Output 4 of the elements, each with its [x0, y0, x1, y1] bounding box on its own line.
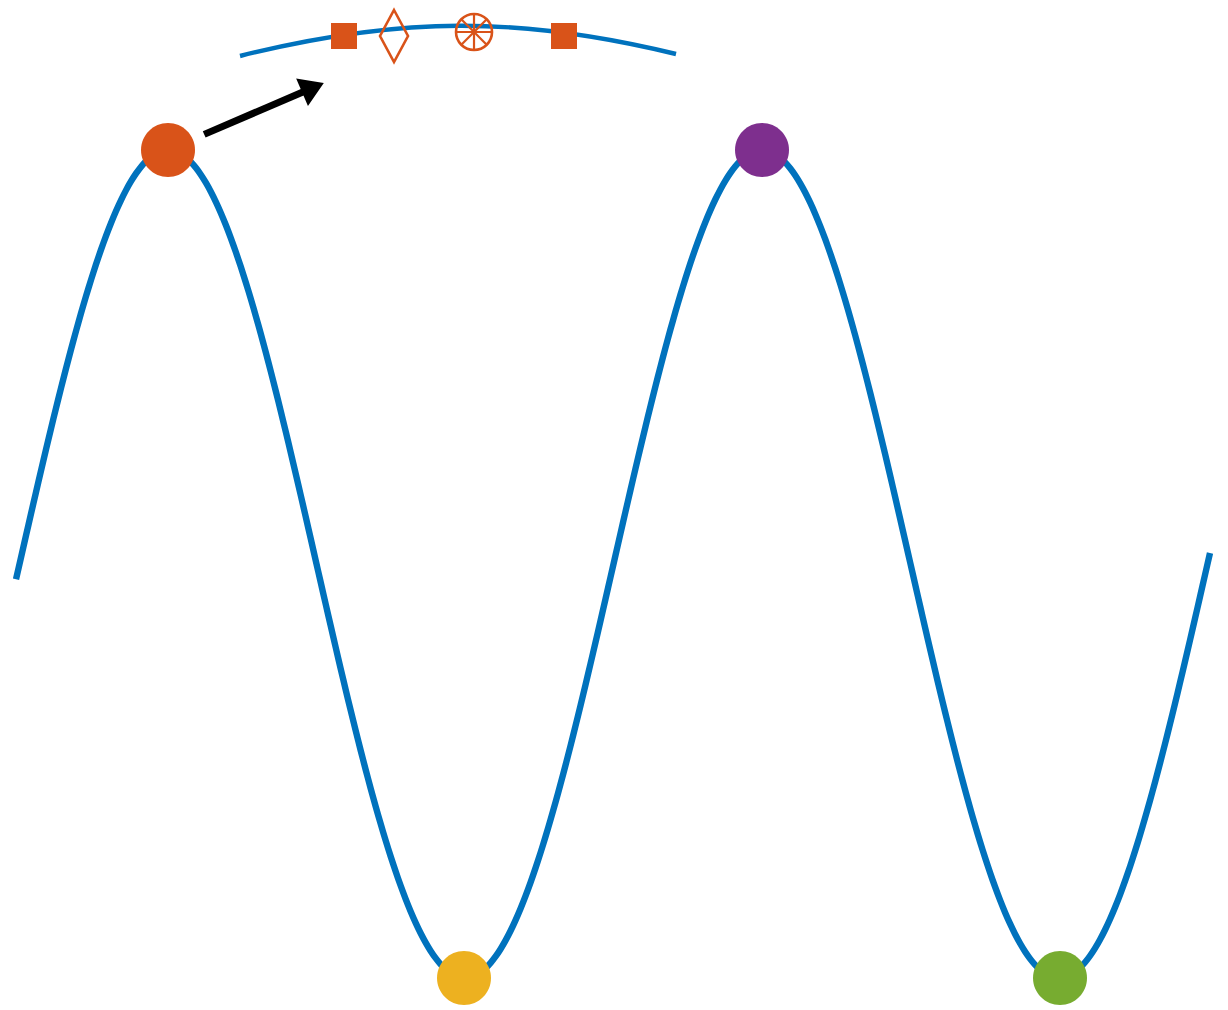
circle-marker [141, 123, 195, 177]
circle-marker [1033, 951, 1087, 1005]
circle-marker [437, 951, 491, 1005]
circle-marker [735, 123, 789, 177]
